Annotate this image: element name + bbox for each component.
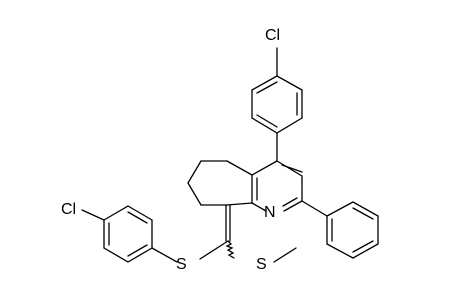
bond (187, 160, 202, 184)
saturated-ring (187, 160, 253, 206)
bond-inner (127, 244, 148, 257)
sulfur-atom-aryl: S (176, 256, 187, 273)
bond (127, 205, 153, 221)
chlorine-atom-left: Cl (61, 201, 76, 218)
bond-inner (127, 211, 148, 224)
bond-inner (352, 207, 374, 220)
wavy-bond-to-s-methyl (225, 240, 235, 259)
bond (326, 243, 354, 259)
bond (103, 205, 129, 221)
bond (127, 247, 153, 263)
bond-to-cl (81, 209, 105, 221)
bond (251, 160, 278, 176)
bond (283, 200, 303, 212)
bond (226, 202, 253, 206)
bond-inner (256, 81, 278, 94)
bond (187, 182, 202, 206)
bond (251, 75, 278, 91)
bond-s-methyl (273, 247, 297, 263)
bond (276, 117, 303, 134)
exocyclic-double-bond (225, 204, 231, 242)
bond (251, 202, 267, 212)
bond (226, 160, 253, 176)
bond-to-s-aryl (199, 240, 229, 260)
bond (251, 117, 278, 134)
bond-inner (282, 197, 298, 207)
left-chlorophenyl-ring (81, 205, 153, 263)
bond (103, 247, 129, 263)
bond (352, 201, 379, 217)
thioether-bonds (151, 240, 297, 263)
bond (276, 160, 303, 177)
bond-inner (281, 164, 303, 173)
bond-inner (256, 114, 278, 128)
bond (326, 201, 354, 217)
top-chlorophenyl-ring (251, 47, 303, 134)
sulfur-atom-methyl: S (256, 256, 267, 273)
bond-s-aryl-ring (151, 247, 178, 263)
bond (352, 243, 379, 259)
nitrogen-atom: N (264, 204, 276, 221)
phenyl-ring (301, 200, 379, 259)
pyridine-ring (251, 132, 303, 212)
bond (276, 75, 303, 91)
chlorine-atom-top: Cl (265, 27, 280, 44)
bond-inner (352, 240, 374, 253)
bond (301, 200, 328, 217)
